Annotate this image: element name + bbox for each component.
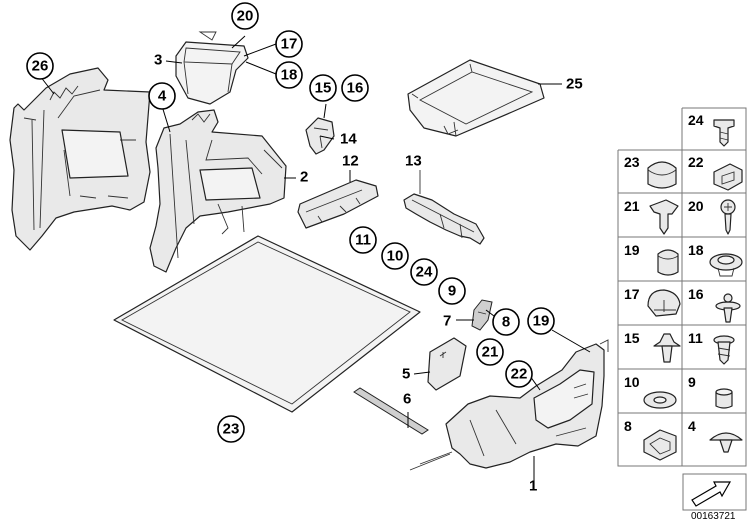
svg-text:10: 10: [387, 248, 404, 265]
label-2: 2: [300, 169, 308, 186]
part-2-side-trim: [149, 109, 287, 273]
callout-22: 22: [505, 360, 533, 388]
part-23-floor-mat: [113, 235, 421, 413]
callout-17: 17: [275, 30, 303, 58]
legend-label-9: 9: [688, 374, 696, 390]
part-4-push-clip: [709, 432, 743, 453]
part-5-cover: [427, 337, 467, 391]
part-1-right-trim: [409, 339, 609, 471]
callout-10: 10: [381, 242, 409, 270]
callout-24: 24: [410, 258, 438, 286]
legend-label-17: 17: [624, 286, 640, 302]
svg-text:9: 9: [448, 283, 456, 300]
svg-text:19: 19: [533, 313, 550, 330]
svg-text:8: 8: [502, 314, 510, 331]
callout-8: 8: [492, 308, 520, 336]
part-3-storage-box: [175, 31, 249, 105]
svg-text:17: 17: [281, 36, 298, 53]
part-18-grommet: [709, 253, 743, 277]
legend-label-20: 20: [688, 198, 704, 214]
label-3: 3: [154, 52, 162, 69]
svg-text:22: 22: [511, 366, 528, 383]
part-11-screw: [713, 335, 735, 365]
part-7-clip: [471, 299, 493, 331]
label-14: 14: [340, 131, 357, 148]
callout-21: 21: [476, 338, 504, 366]
svg-text:4: 4: [158, 88, 167, 105]
svg-text:15: 15: [315, 80, 332, 97]
svg-text:21: 21: [482, 344, 499, 361]
svg-text:16: 16: [347, 80, 364, 97]
label-5: 5: [402, 366, 410, 383]
callout-4: 4: [148, 82, 176, 110]
small-parts-legend: 24 23 22 21 20 19 18 17 16 15 11 10 9 8 …: [617, 107, 747, 511]
part-20-screw: [720, 199, 736, 235]
callout-20: 20: [231, 2, 259, 30]
nav-arrow-icon: [691, 481, 732, 507]
label-1: 1: [529, 478, 537, 495]
svg-text:24: 24: [416, 264, 433, 281]
nav-arrow-box[interactable]: [682, 473, 747, 511]
legend-label-11: 11: [688, 330, 703, 346]
callout-11: 11: [349, 226, 377, 254]
part-17-expansion-nut: [647, 289, 681, 317]
callout-19: 19: [527, 307, 555, 335]
label-25: 25: [566, 76, 583, 93]
svg-text:18: 18: [281, 67, 298, 84]
callout-18: 18: [275, 61, 303, 89]
callout-23: 23: [217, 415, 245, 443]
part-8-spring-nut: [643, 429, 677, 461]
legend-label-21: 21: [624, 198, 640, 214]
svg-text:11: 11: [355, 232, 371, 249]
part-26-left-trim: [9, 67, 151, 251]
legend-label-24: 24: [688, 112, 704, 128]
callout-16: 16: [341, 74, 369, 102]
part-23-plug: [647, 161, 677, 189]
label-12: 12: [342, 153, 359, 170]
legend-label-16: 16: [688, 286, 704, 302]
reference-number: 00163721: [691, 511, 736, 522]
part-13-cover-rail: [403, 170, 485, 245]
part-19-cap: [657, 249, 679, 276]
part-22-clip-nut: [713, 163, 743, 191]
svg-text:23: 23: [223, 421, 240, 438]
legend-label-22: 22: [688, 154, 704, 170]
callout-9: 9: [438, 277, 466, 305]
part-9-sleeve: [715, 388, 733, 409]
callout-15: 15: [309, 74, 337, 102]
part-15-rivet: [653, 333, 681, 363]
callout-26: 26: [26, 52, 54, 80]
part-21-rivet: [649, 199, 679, 235]
part-16-push-rivet: [715, 293, 741, 323]
legend-label-10: 10: [624, 374, 640, 390]
legend-label-23: 23: [624, 154, 640, 170]
svg-text:20: 20: [237, 8, 254, 25]
legend-label-4: 4: [688, 418, 696, 434]
part-6-strip: [353, 387, 429, 435]
part-10-washer: [643, 391, 677, 409]
label-7: 7: [443, 313, 451, 330]
legend-label-19: 19: [624, 242, 640, 258]
part-12-trim-strip: [297, 179, 379, 229]
legend-label-18: 18: [688, 242, 704, 258]
part-25-storage-tray: [407, 59, 545, 137]
part-24-screw: [713, 119, 735, 147]
legend-label-8: 8: [624, 418, 632, 434]
label-6: 6: [403, 391, 411, 408]
legend-label-15: 15: [624, 330, 640, 346]
svg-text:26: 26: [32, 58, 49, 75]
label-13: 13: [405, 153, 422, 170]
